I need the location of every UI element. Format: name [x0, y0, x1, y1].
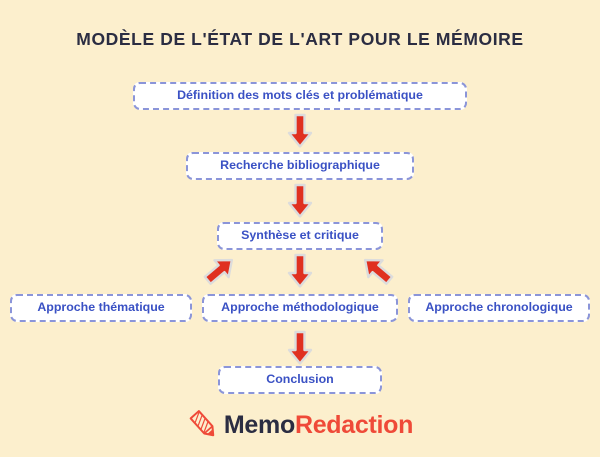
arrow-down-methodologique-to-conclusion [285, 330, 315, 366]
node-definition: Définition des mots clés et problématiqu… [133, 82, 467, 110]
logo-text-memo: Memo [223, 410, 295, 439]
arrow-down-definition-to-recherche [285, 113, 315, 149]
node-synthese-et-critique: Synthèse et critique [217, 222, 383, 250]
arrow-down-synthese-to-methodologique [285, 253, 315, 289]
node-label: Définition des mots clés et problématiqu… [177, 88, 423, 103]
logo-wordmark: MemoRedaction [224, 411, 413, 440]
node-approche-chronologique: Approche chronologique [408, 294, 590, 322]
arrow-down-left-synthese-to-thematique [197, 247, 244, 293]
arrow-down-right-synthese-to-chronologique [354, 247, 401, 293]
node-approche-thematique: Approche thématique [10, 294, 192, 322]
node-approche-methodologique: Approche méthodologique [202, 294, 398, 322]
node-recherche-bibliographique: Recherche bibliographique [186, 152, 414, 180]
node-label: Synthèse et critique [241, 228, 359, 243]
logo-text-redaction: Redaction [294, 410, 414, 439]
node-label: Approche thématique [37, 300, 165, 315]
node-label: Approche chronologique [425, 300, 573, 315]
node-conclusion: Conclusion [218, 366, 382, 394]
node-label: Conclusion [266, 372, 334, 387]
node-label: Approche méthodologique [221, 300, 379, 315]
node-label: Recherche bibliographique [220, 158, 380, 173]
page-title: MODÈLE DE L'ÉTAT DE L'ART POUR LE MÉMOIR… [76, 29, 524, 49]
arrow-down-recherche-to-synthese [285, 183, 315, 219]
pencil-icon [187, 408, 221, 442]
brand-logo: MemoRedaction [0, 408, 600, 442]
